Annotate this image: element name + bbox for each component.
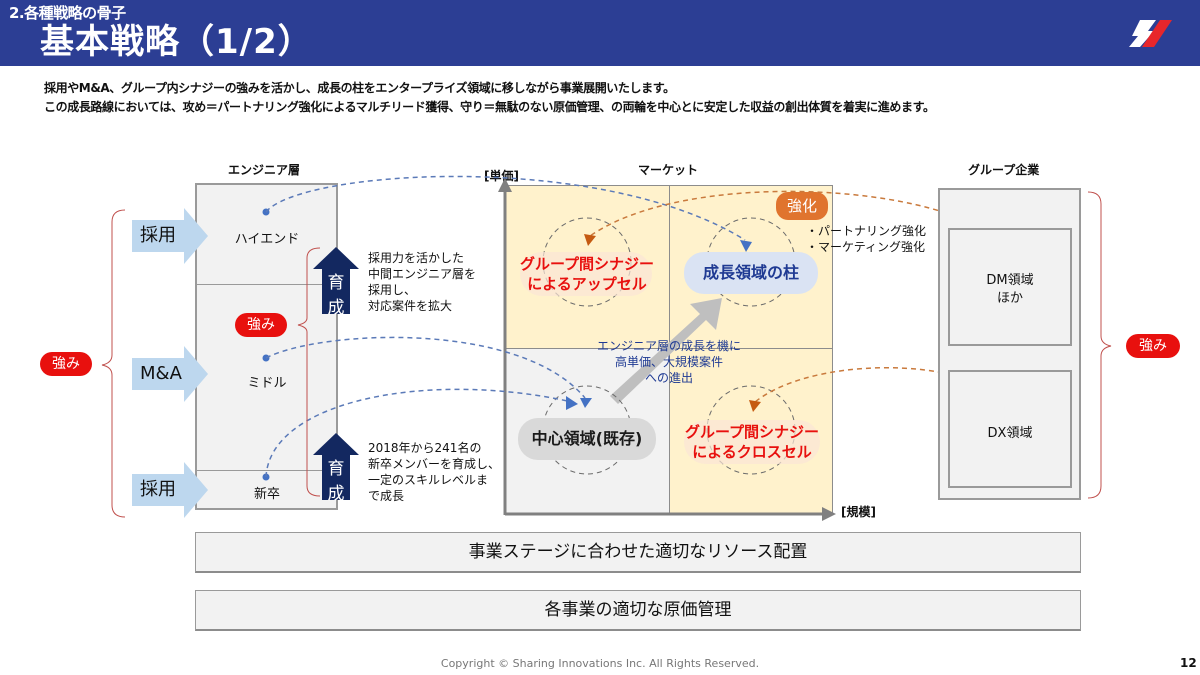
group-unit-dx [948,370,1072,488]
cost-management-bar: 各事業の適切な原価管理 [195,590,1081,631]
middle-label: ミドル [247,376,287,391]
lead-text: 採用やM&A、グループ内シナジーの強みを活かし、成長の柱をエンタープライズ領域に… [44,79,935,117]
engineer-strength-badge: 強み [235,313,287,337]
company-logo-icon [1129,20,1172,47]
growth-path-note: エンジニア層の成長を機に 高単価、大規模案件 への進出 [596,339,741,385]
upsell-label: グループ間シナジー によるアップセル [519,255,655,293]
high-end-label: ハイエンド [234,232,300,247]
growth-arrow-lower: 育 成 [313,433,359,504]
section-label: 2.各種戦略の骨子 [9,4,126,22]
x-axis-label: [規模] [841,505,876,519]
resource-allocation-bar: 事業ステージに合わせた適切なリソース配置 [195,532,1081,573]
dx-area-label: DX領域 [987,426,1033,441]
growth-note-upper: 採用力を活かした 中間エンジニア層を 採用し、 対応案件を拡大 [368,251,477,313]
engineer-layer-title: エンジニア層 [228,163,301,177]
hire-arrow-new-grad: 採用 [132,462,208,518]
hire-arrow-high: 採用 [132,208,208,264]
core-area-label: 中心領域(既存) [518,418,656,460]
market-title: マーケット [638,163,699,177]
group-strength-badge: 強み [1126,334,1180,358]
cross-sell-label: グループ間シナジー によるクロスセル [684,423,820,461]
lead-line-2: この成長路線においては、攻め＝パートナリング強化によるマルチリード獲得、守り＝無… [44,100,935,114]
title-bar: 2.各種戦略の骨子 基本戦略（1/2） [0,0,1200,66]
group-unit-dm [948,228,1072,346]
page-number: 12 [1180,656,1197,670]
reinforce-badge: 強化 [776,192,828,220]
ma-arrow: M&A [132,346,208,402]
reinforce-list: ・パートナリング強化 ・マーケティング強化 [806,224,927,254]
page-title: 基本戦略（1/2） [40,22,313,62]
group-companies-title: グループ企業 [968,163,1040,177]
dm-area-label: DM領域 ほか [986,273,1034,306]
outer-strength-badge-left: 強み [40,352,92,376]
y-axis-label: [単価] [484,169,519,183]
new-grad-label: 新卒 [253,487,280,502]
growth-arrow-upper: 育 成 [313,247,359,318]
copyright: Copyright © Sharing Innovations Inc. All… [440,657,760,670]
lead-line-1: 採用やM&A、グループ内シナジーの強みを活かし、成長の柱をエンタープライズ領域に… [44,81,675,95]
growth-note-lower: 2018年から241名の 新卒メンバーを育成し、 一定のスキルレベルま で成長 [368,441,501,503]
growth-pillar-label: 成長領域の柱 [684,252,818,294]
